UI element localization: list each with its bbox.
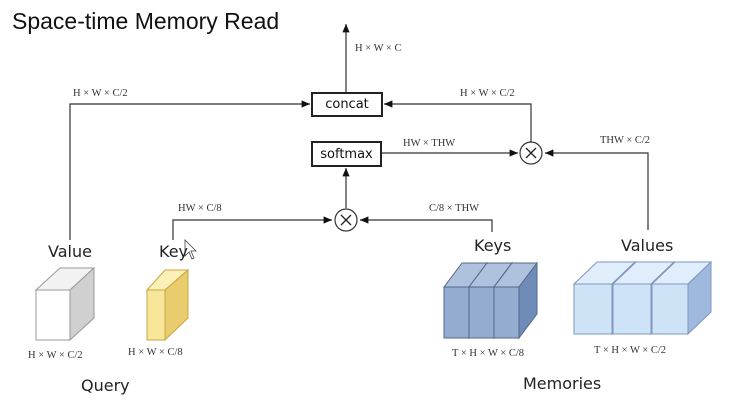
matmul-bottom [334, 208, 358, 232]
query-value-front [35, 289, 71, 341]
label-memory-values: Values [621, 236, 674, 255]
dim-memory-values-shape: T × H × W × C/2 [594, 345, 667, 356]
dim-memory-keys-shape: T × H × W × C/8 [452, 348, 525, 359]
dim-query-value-shape: H × W × C/2 [28, 350, 83, 361]
label-query-value: Value [48, 242, 92, 261]
query-value-cube [34, 266, 96, 342]
matmul-top [519, 141, 543, 165]
dim-output: H × W × C [355, 43, 402, 54]
diagram-title: Space-time Memory Read [12, 8, 280, 34]
label-memory-keys: Keys [474, 236, 512, 255]
softmax-box: softmax [311, 141, 382, 167]
memory-keys-to-mult-arrow [360, 216, 493, 232]
dim-query-key-to-mult: HW × C/8 [178, 203, 222, 214]
label-query-key: Key [159, 242, 189, 261]
query-key-to-mult-arrow [172, 216, 332, 240]
dim-query-value-to-concat: H × W × C/2 [73, 88, 128, 99]
readout-to-concat-arrow [384, 100, 532, 143]
dim-readout-to-concat: H × W × C/2 [460, 88, 515, 99]
query-key-slab [145, 268, 190, 342]
memory-values-to-mult-arrow [545, 149, 649, 230]
concat-box: concat [311, 92, 383, 117]
memory-keys-stack [443, 261, 538, 340]
query-value-to-concat-arrow [69, 100, 310, 240]
label-query-group: Query [81, 376, 130, 395]
dim-query-key-shape: H × W × C/8 [128, 347, 183, 358]
label-memory-group: Memories [523, 374, 602, 393]
memory-values-stack [572, 260, 713, 336]
dim-memory-keys-to-mult: C/8 × THW [429, 203, 480, 214]
dim-softmax-to-mult: HW × THW [403, 138, 456, 149]
dim-memory-values-to-mult: THW × C/2 [600, 135, 651, 146]
mouse-cursor-icon [184, 239, 197, 260]
